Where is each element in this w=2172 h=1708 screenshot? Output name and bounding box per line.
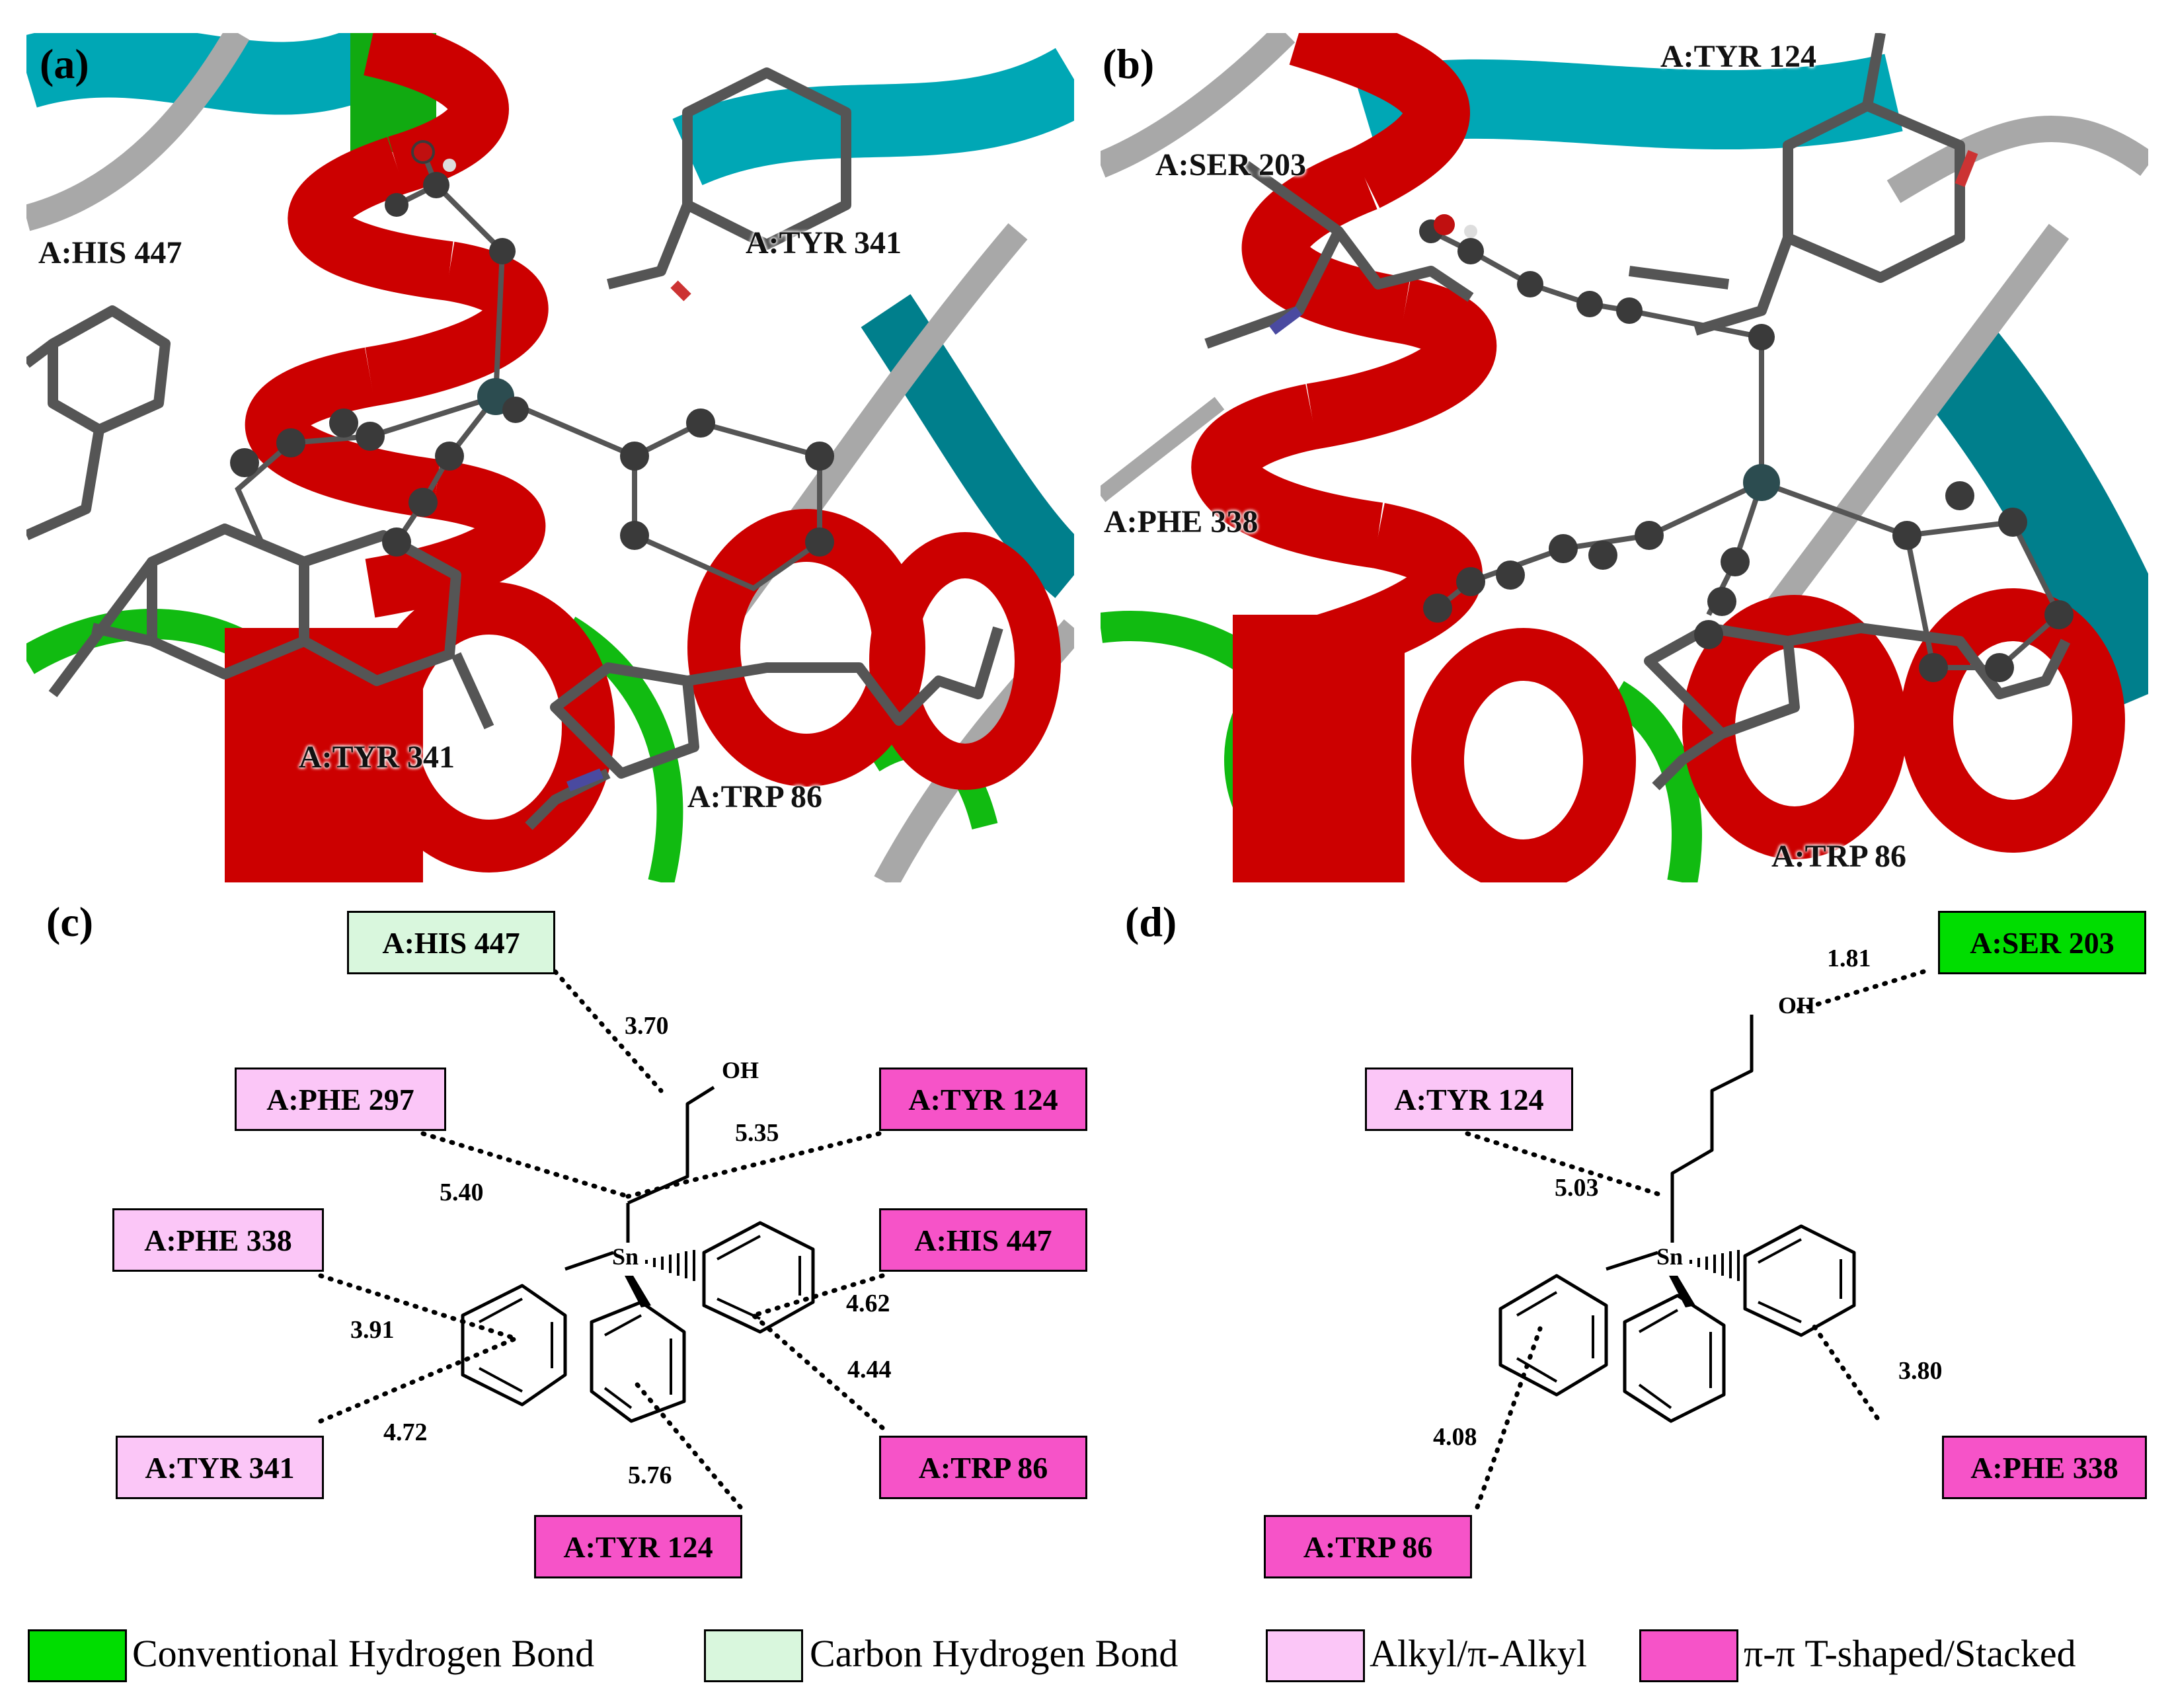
legend-label-pi-stacked: π-π T-shaped/Stacked xyxy=(1744,1632,2076,1675)
legend-swatch-alkyl xyxy=(1266,1629,1365,1682)
legend-label-carbon-hbond: Carbon Hydrogen Bond xyxy=(810,1632,1179,1675)
panel-d-letter: (d) xyxy=(1125,898,1177,945)
panel-a-structure xyxy=(26,33,1074,882)
panel-c-diagram xyxy=(318,969,885,1510)
panel-d-atom-oh: OH xyxy=(1778,992,1816,1019)
panel-b-label-trp86: A:TRP 86 xyxy=(1771,839,1906,874)
panel-c-box-tyr124-top: A:TYR 124 xyxy=(879,1068,1087,1131)
legend-label-alkyl: Alkyl/π-Alkyl xyxy=(1370,1632,1587,1675)
panel-c-dist-his447-right: 4.62 xyxy=(846,1290,890,1317)
panel-d-box-trp86: A:TRP 86 xyxy=(1264,1515,1472,1578)
panel-c-box-his447-right: A:HIS 447 xyxy=(879,1208,1087,1272)
legend-swatch-conventional-hbond xyxy=(28,1629,127,1682)
panel-d-atom-sn: Sn xyxy=(1656,1243,1684,1270)
panel-b-label-tyr124: A:TYR 124 xyxy=(1660,39,1816,74)
legend-label-conventional-hbond: Conventional Hydrogen Bond xyxy=(132,1632,595,1675)
panel-c-dist-tyr341: 4.72 xyxy=(383,1418,428,1446)
panel-c-atom-oh: OH xyxy=(722,1057,759,1083)
panel-a-letter: (a) xyxy=(40,40,89,87)
panel-b-letter: (b) xyxy=(1103,40,1155,87)
panel-a-label-trp86: A:TRP 86 xyxy=(687,779,822,814)
panel-a-label-tyr341-bottom: A:TYR 341 xyxy=(299,740,455,775)
panel-d-dist-trp86: 4.08 xyxy=(1433,1423,1477,1451)
panel-c-box-tyr341: A:TYR 341 xyxy=(116,1436,324,1499)
legend-swatch-carbon-hbond xyxy=(704,1629,803,1682)
legend-swatch-pi-stacked xyxy=(1639,1629,1738,1682)
panel-d-diagram xyxy=(1465,969,1926,1510)
panel-c-dist-trp86: 4.44 xyxy=(847,1356,892,1383)
panel-d-dist-phe338: 3.80 xyxy=(1898,1357,1943,1385)
panel-c-atom-sn: Sn xyxy=(612,1243,639,1270)
panel-c-dist-phe297: 5.40 xyxy=(440,1179,484,1206)
panel-c-box-phe297: A:PHE 297 xyxy=(235,1068,446,1131)
panel-c-box-phe338: A:PHE 338 xyxy=(112,1208,324,1272)
panel-d-box-phe338: A:PHE 338 xyxy=(1942,1436,2147,1499)
panel-d-box-ser203: A:SER 203 xyxy=(1938,911,2146,974)
panel-c-box-his447-top: A:HIS 447 xyxy=(347,911,555,974)
panel-a-label-his447: A:HIS 447 xyxy=(38,235,182,270)
panel-c-dist-tyr124-bottom: 5.76 xyxy=(628,1461,672,1489)
panel-d-box-tyr124: A:TYR 124 xyxy=(1365,1068,1573,1131)
panel-c-dist-tyr124-top: 5.35 xyxy=(735,1119,779,1147)
panel-b-label-ser203: A:SER 203 xyxy=(1155,147,1307,182)
panel-a-label-tyr341-top: A:TYR 341 xyxy=(746,225,902,260)
panel-b-label-phe338: A:PHE 338 xyxy=(1104,504,1259,539)
panel-b-structure xyxy=(1101,33,2148,882)
panel-c-dist-his447: 3.70 xyxy=(625,1012,669,1040)
panel-c-box-trp86: A:TRP 86 xyxy=(879,1436,1087,1499)
panel-d-dist-tyr124: 5.03 xyxy=(1555,1174,1599,1202)
panel-d-dist-ser203: 1.81 xyxy=(1827,945,1871,972)
panel-a-render xyxy=(26,33,1074,882)
panel-c-box-tyr124-bottom: A:TYR 124 xyxy=(534,1515,742,1578)
panel-c-letter: (c) xyxy=(46,898,94,945)
panel-c-dist-phe338: 3.91 xyxy=(350,1316,395,1344)
panel-b-render xyxy=(1101,33,2148,882)
